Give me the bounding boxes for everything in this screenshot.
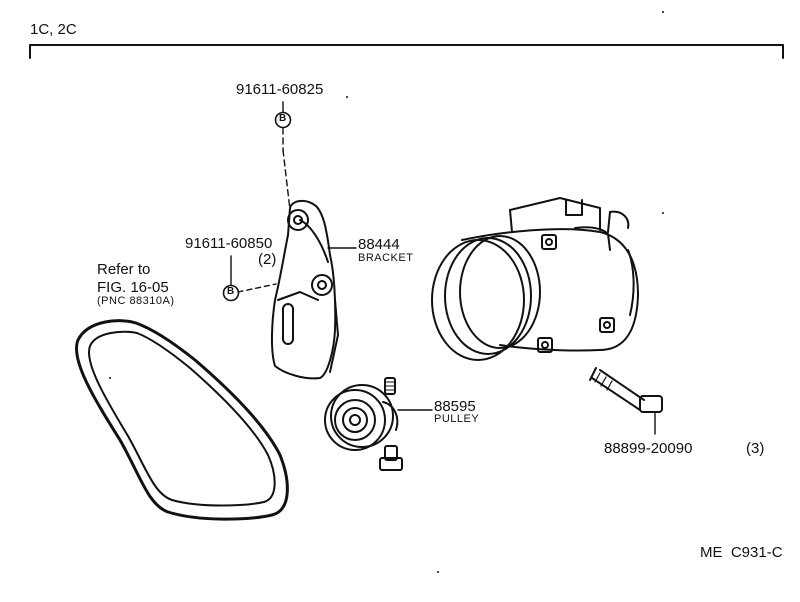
quantity-88899-20090: (3): [746, 440, 765, 457]
part-number-91611-60825: 91611-60825: [236, 81, 324, 98]
belt-ref-line-2: FIG. 16-05: [97, 279, 169, 296]
belt-ref-line-1: Refer to: [97, 261, 151, 278]
b-marker-side-letter: B: [227, 286, 235, 297]
v-belt: [75, 319, 289, 521]
compressor-bolt-88899: [589, 367, 663, 413]
b-marker-top-letter: B: [279, 113, 287, 124]
belt-ref-line-3: (PNC 88310A): [97, 295, 175, 307]
b-marker-side: [222, 284, 240, 302]
header-bracket-line: [29, 44, 784, 59]
bracket-88444: [270, 200, 339, 380]
ac-compressor: [431, 197, 639, 361]
idler-pulley-88595: [324, 377, 403, 471]
part-number-88899-20090: 88899-20090: [604, 440, 693, 457]
quantity-91611-60850: (2): [258, 251, 277, 268]
part-number-88444: 88444: [358, 236, 400, 253]
engine-codes-label: 1C, 2C: [30, 21, 77, 38]
scan-specks: [109, 11, 664, 573]
part-name-bracket: BRACKET: [358, 252, 414, 264]
part-number-88595: 88595: [434, 398, 476, 415]
part-name-pulley: PULLEY: [434, 413, 480, 425]
b-marker-top: [274, 111, 292, 129]
figure-code: ME C931-C: [700, 544, 783, 561]
leader-lines: [230, 101, 656, 435]
part-number-91611-60850: 91611-60850: [185, 235, 273, 252]
